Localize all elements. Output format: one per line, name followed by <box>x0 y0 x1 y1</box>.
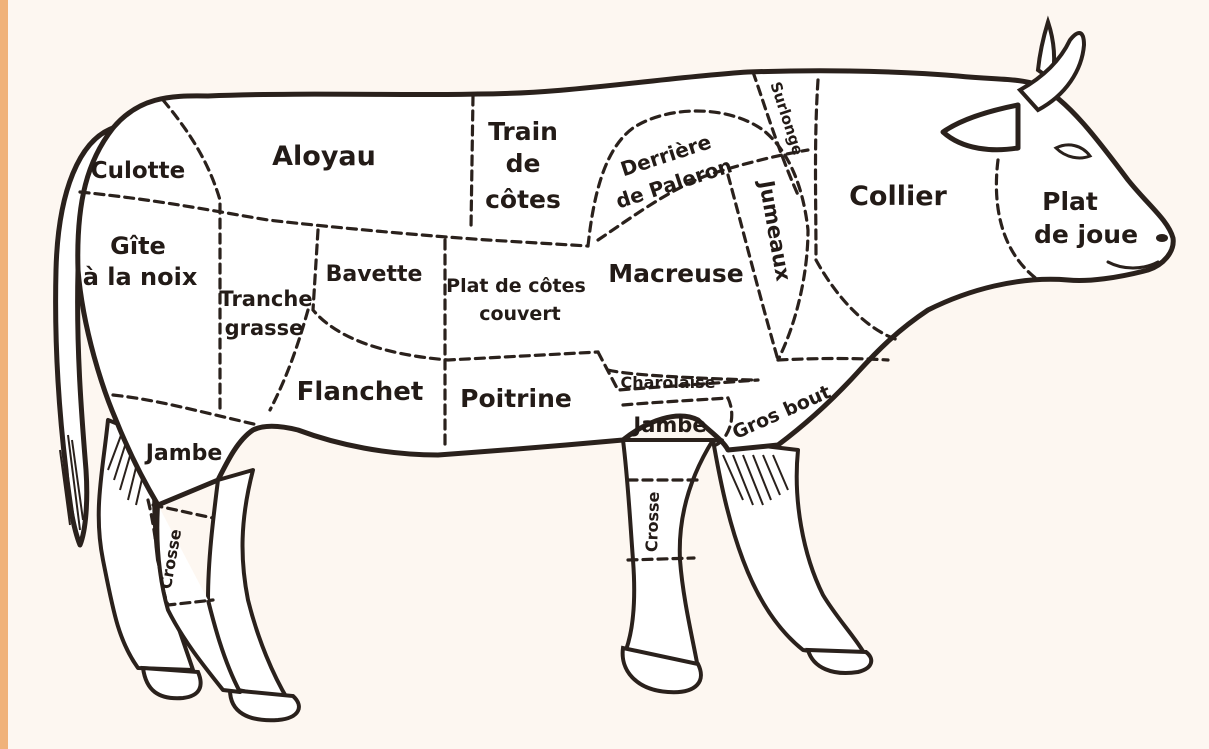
far-hind-hoof <box>143 668 201 698</box>
beef-cuts-diagram: Culotte Aloyau Train de côtes Derrière d… <box>8 0 1209 749</box>
near-hind-hoof <box>230 690 299 720</box>
label-tranche-grasse-2: grasse <box>225 316 304 340</box>
label-plat-de-cotes-couvert-2: couvert <box>479 303 561 325</box>
label-poitrine: Poitrine <box>460 384 572 413</box>
label-train-de-cotes-3: côtes <box>485 185 561 214</box>
nostril <box>1156 234 1168 242</box>
label-plat-de-joue-1: Plat <box>1042 187 1098 216</box>
label-train-de-cotes-1: Train <box>488 117 558 146</box>
label-crosse-front: Crosse <box>642 491 663 552</box>
label-flanchet: Flanchet <box>297 377 424 407</box>
label-gite-2: à la noix <box>83 263 198 291</box>
label-aloyau: Aloyau <box>272 141 376 172</box>
near-front-leg <box>623 440 713 668</box>
label-plat-de-joue-2: de joue <box>1034 220 1138 249</box>
label-train-de-cotes-2: de <box>506 149 541 178</box>
label-macreuse: Macreuse <box>608 259 744 288</box>
label-collier: Collier <box>849 181 947 212</box>
label-gite-1: Gîte <box>110 232 166 260</box>
far-front-leg <box>713 440 868 660</box>
label-jambe-front: Jambe <box>631 413 706 437</box>
far-front-hoof <box>808 650 871 673</box>
label-bavette: Bavette <box>326 262 423 287</box>
label-culotte: Culotte <box>91 158 186 184</box>
label-tranche-grasse-1: Tranche <box>219 287 312 311</box>
label-plat-de-cotes-couvert-1: Plat de côtes <box>446 275 586 297</box>
label-charolaise: Charolaise <box>621 373 716 392</box>
label-jambe-rear: Jambe <box>144 441 223 466</box>
